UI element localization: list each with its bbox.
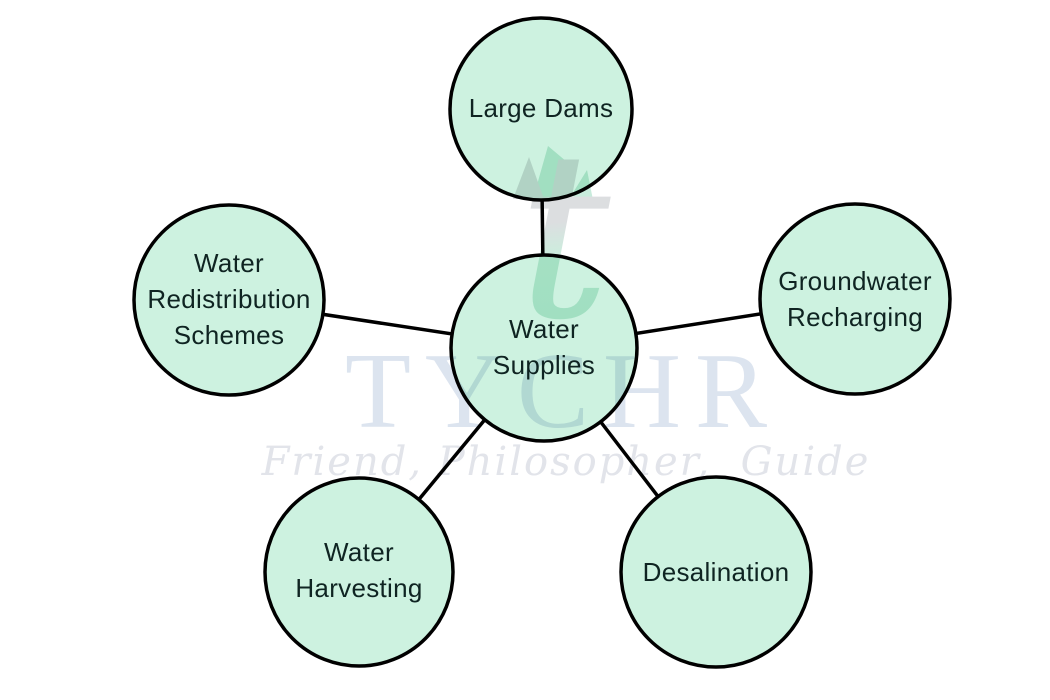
node-label-water-redistribution: Water Redistribution Schemes bbox=[147, 248, 311, 350]
node-label-water-harvesting: Water Harvesting bbox=[295, 537, 423, 603]
node-circle-water-harvesting bbox=[263, 476, 455, 668]
node-label-groundwater-recharging: Groundwater Recharging bbox=[778, 266, 932, 332]
node-circle-water-redistribution bbox=[132, 203, 326, 397]
node-circle-desalination bbox=[619, 475, 813, 669]
node-circle-water-supplies bbox=[449, 253, 639, 443]
node-circles bbox=[132, 16, 952, 669]
node-circle-groundwater-recharging bbox=[758, 202, 952, 396]
node-label-water-supplies: Water Supplies bbox=[492, 314, 596, 380]
node-label-desalination: Desalination bbox=[642, 557, 790, 588]
node-label-large-dams: Large Dams bbox=[468, 93, 614, 124]
